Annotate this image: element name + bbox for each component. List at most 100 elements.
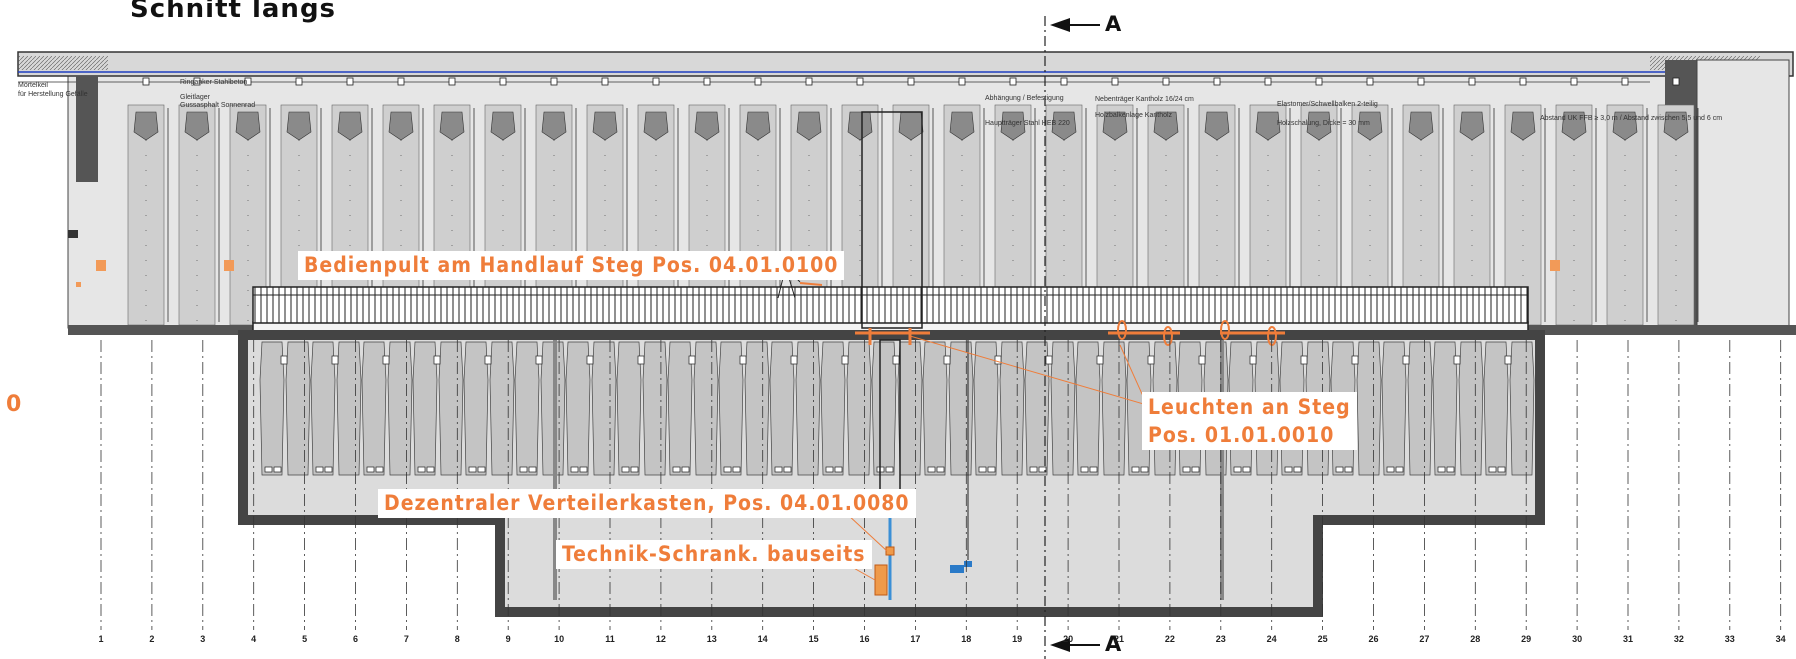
lower-bay-panel bbox=[1101, 341, 1127, 476]
axis-label: 20 bbox=[1063, 634, 1074, 644]
ceiling-bracket bbox=[1162, 77, 1170, 86]
upper-lamp bbox=[1000, 111, 1026, 141]
axis-label: 18 bbox=[961, 634, 972, 644]
upper-lamp bbox=[133, 111, 159, 141]
ceiling-bracket bbox=[1264, 77, 1272, 86]
lower-lamp bbox=[433, 355, 441, 365]
lower-lamp bbox=[841, 355, 849, 365]
note-moertelkeil-2: für Herstellung Gefälle bbox=[18, 91, 88, 98]
axis-label: 29 bbox=[1521, 634, 1532, 644]
axis-label: 26 bbox=[1368, 634, 1379, 644]
axis-label: 13 bbox=[706, 634, 717, 644]
lower-lamp bbox=[1096, 355, 1104, 365]
lower-bay-panel bbox=[922, 341, 948, 476]
axis-label: 10 bbox=[554, 634, 565, 644]
lower-lamp bbox=[637, 355, 645, 365]
axis-label: 16 bbox=[859, 634, 870, 644]
lower-bay-panel bbox=[1458, 341, 1484, 476]
ceiling-bracket bbox=[1468, 77, 1476, 86]
axis-label: 11 bbox=[605, 634, 615, 644]
lower-bay-panel bbox=[412, 341, 438, 476]
axis-label: 6 bbox=[352, 634, 359, 644]
axis-label: 23 bbox=[1215, 634, 1226, 644]
lower-lamp bbox=[1249, 355, 1257, 365]
note-holz: Holzbalkenlage Kantholz bbox=[1095, 112, 1173, 119]
upper-lamp bbox=[541, 111, 567, 141]
axis-label: 32 bbox=[1673, 634, 1684, 644]
note-hauptträger: Hauptträger Stahl HEB 220 bbox=[985, 120, 1070, 127]
note-nebentraeger: Nebenträger Kantholz 16/24 cm bbox=[1095, 96, 1194, 103]
lower-lamp bbox=[1300, 355, 1308, 365]
lower-bay-panel bbox=[871, 341, 897, 476]
lower-bay-panel bbox=[514, 341, 540, 476]
ceiling-bracket bbox=[1315, 77, 1323, 86]
axis-label: 1 bbox=[98, 634, 104, 644]
upper-lamp bbox=[1255, 111, 1281, 141]
central-shaft bbox=[861, 111, 923, 329]
upper-lamp bbox=[1612, 111, 1638, 141]
ceiling-bracket bbox=[346, 77, 354, 86]
grid-axes bbox=[100, 340, 1782, 630]
upper-lamp bbox=[337, 111, 363, 141]
lower-lamp bbox=[586, 355, 594, 365]
ceiling-bracket bbox=[856, 77, 864, 86]
lower-bay-panel bbox=[999, 341, 1025, 476]
note-holzschalung: Holzschalung, Dicke = 30 mm bbox=[1277, 120, 1370, 127]
ceiling-bracket bbox=[958, 77, 966, 86]
upper-lamp bbox=[235, 111, 261, 141]
lower-bay-panel bbox=[846, 341, 872, 476]
lower-lamp bbox=[1045, 355, 1053, 365]
ceiling-bracket bbox=[1621, 77, 1629, 86]
lower-bay-panel bbox=[1381, 341, 1407, 476]
upper-lamp bbox=[1459, 111, 1485, 141]
ceiling-bracket bbox=[142, 77, 150, 86]
lower-lamp bbox=[382, 355, 390, 365]
lower-lamp bbox=[739, 355, 747, 365]
callout-leuchten-line2: Pos. 01.01.0010 bbox=[1148, 423, 1335, 447]
axis-label: 28 bbox=[1470, 634, 1481, 644]
axis-label: 21 bbox=[1113, 634, 1125, 644]
lower-bay-panel bbox=[438, 341, 464, 476]
ceiling-bracket bbox=[1519, 77, 1527, 86]
axis-label: 3 bbox=[200, 634, 206, 644]
lower-bay-panel bbox=[795, 341, 821, 476]
lower-bay-panel bbox=[565, 341, 591, 476]
ceiling-bracket bbox=[295, 77, 303, 86]
technik-schrank bbox=[874, 564, 888, 596]
drawing-title: Schnitt längs bbox=[130, 0, 337, 24]
ceiling-bracket bbox=[1111, 77, 1119, 86]
axis-label: 7 bbox=[403, 634, 409, 644]
axis-label: 27 bbox=[1419, 634, 1430, 644]
lower-bay-panel bbox=[310, 341, 336, 476]
lower-bay-panel bbox=[616, 341, 642, 476]
upper-lamp bbox=[592, 111, 618, 141]
axis-label: 15 bbox=[808, 634, 819, 644]
walkway-railing bbox=[252, 286, 1529, 324]
lower-bay-panel bbox=[1024, 341, 1050, 476]
lower-bay-panel bbox=[744, 341, 770, 476]
lower-lamp bbox=[1198, 355, 1206, 365]
floor-slab-right bbox=[1528, 325, 1796, 335]
axis-label: 24 bbox=[1266, 634, 1277, 644]
lower-lamp bbox=[331, 355, 339, 365]
ceiling-bracket bbox=[448, 77, 456, 86]
callout-bedienpult: Bedienpult am Handlauf Steg Pos. 04.01.0… bbox=[298, 251, 845, 280]
upper-lamp bbox=[796, 111, 822, 141]
lower-bay-panel bbox=[463, 341, 489, 476]
lower-lamp bbox=[1147, 355, 1155, 365]
lower-lamp bbox=[1402, 355, 1410, 365]
lower-lamp bbox=[1504, 355, 1512, 365]
ceiling-bracket bbox=[703, 77, 711, 86]
axis-label: 2 bbox=[149, 634, 155, 644]
ceiling-bracket bbox=[1366, 77, 1374, 86]
note-gussasphalt: Gussasphalt Sonnenrad bbox=[180, 102, 256, 109]
lower-bay-panel bbox=[1407, 341, 1433, 476]
upper-lamp bbox=[949, 111, 975, 141]
ceiling-bracket bbox=[652, 77, 660, 86]
callout-leuchten-line1: Leuchten an Steg bbox=[1148, 395, 1351, 419]
upper-lamp bbox=[388, 111, 414, 141]
ceiling-bracket bbox=[1417, 77, 1425, 86]
ceiling-bracket bbox=[499, 77, 507, 86]
lower-lamp bbox=[688, 355, 696, 365]
lower-bay-panel bbox=[285, 341, 311, 476]
